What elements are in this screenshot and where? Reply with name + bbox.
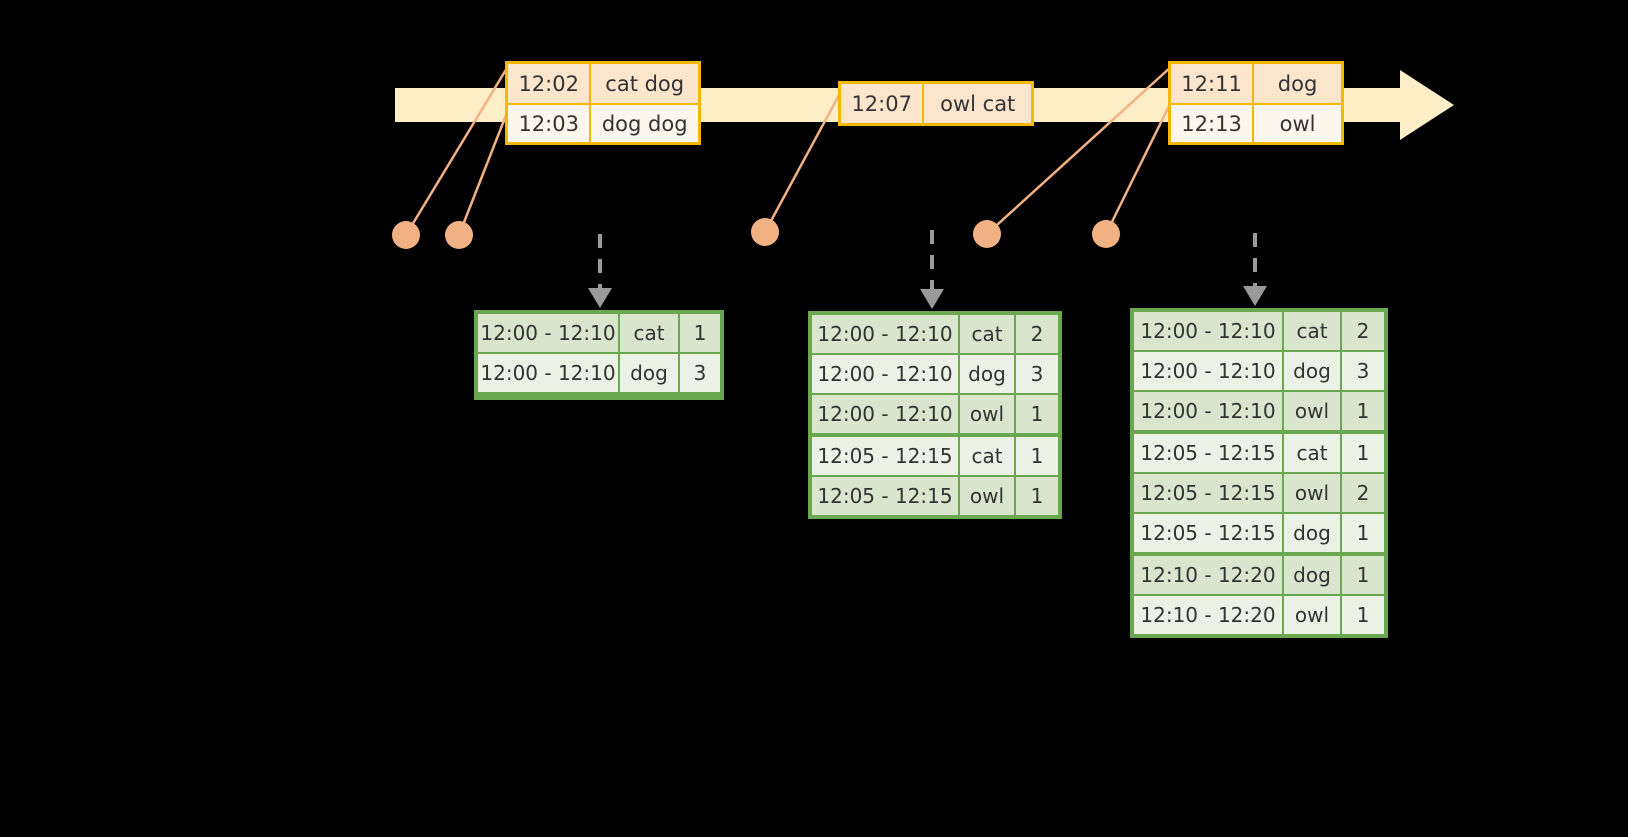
cell-key: owl (960, 395, 1014, 433)
cell-count: 1 (1342, 596, 1384, 634)
cell-count: 2 (1342, 312, 1384, 350)
event-marker-1203 (445, 221, 473, 249)
event-marker-1211 (973, 220, 1001, 248)
event-time: 12:11 (1171, 64, 1255, 103)
cell-count: 1 (1016, 437, 1058, 475)
event-value: owl (1254, 105, 1341, 142)
cell-key: cat (960, 437, 1014, 475)
timeline-arrow-icon (1400, 70, 1454, 140)
event-marker-1202 (392, 221, 420, 249)
event-time: 12:13 (1171, 105, 1255, 142)
cell-key: owl (1284, 474, 1340, 512)
event-row: 12:02 cat dog (508, 64, 698, 103)
cell-count: 3 (1016, 355, 1058, 393)
cell-count: 1 (1342, 514, 1384, 552)
cell-window: 12:00 - 12:10 (812, 395, 958, 433)
event-box-c: 12:11 dog 12:13 owl (1168, 61, 1344, 145)
cell-count: 2 (1342, 474, 1384, 512)
cell-key: cat (1284, 434, 1340, 472)
cell-key: dog (1284, 556, 1340, 594)
cell-count: 2 (1016, 315, 1058, 353)
event-row: 12:03 dog dog (508, 103, 698, 142)
event-marker-1213 (1092, 220, 1120, 248)
cell-window: 12:00 - 12:10 (812, 355, 958, 393)
cell-window: 12:00 - 12:10 (812, 315, 958, 353)
cell-key: owl (1284, 596, 1340, 634)
event-row: 12:11 dog (1171, 64, 1341, 103)
cell-count: 1 (1016, 395, 1058, 433)
cell-key: cat (1284, 312, 1340, 350)
event-value: dog dog (591, 105, 698, 142)
cell-count: 3 (680, 354, 720, 392)
cell-window: 12:05 - 12:15 (1134, 514, 1282, 552)
cell-window: 12:10 - 12:20 (1134, 556, 1282, 594)
cell-count: 1 (1342, 392, 1384, 430)
cell-count: 3 (1342, 352, 1384, 390)
emit-arrow-1-head (588, 288, 612, 308)
cell-window: 12:00 - 12:10 (478, 314, 618, 352)
cell-window: 12:05 - 12:15 (1134, 474, 1282, 512)
cell-window: 12:05 - 12:15 (812, 477, 958, 515)
event-row: 12:13 owl (1171, 103, 1341, 142)
event-box-b: 12:07 owl cat (838, 81, 1034, 126)
emit-arrow-3-head (1243, 286, 1267, 306)
cell-window: 12:00 - 12:10 (1134, 312, 1282, 350)
cell-count: 1 (1342, 434, 1384, 472)
cell-window: 12:00 - 12:10 (1134, 392, 1282, 430)
event-marker-1207 (751, 218, 779, 246)
event-markers (392, 218, 1120, 249)
emit-arrow-2-head (920, 289, 944, 309)
cell-key: owl (960, 477, 1014, 515)
cell-key: dog (960, 355, 1014, 393)
event-time: 12:02 (508, 64, 592, 103)
cell-key: owl (1284, 392, 1340, 430)
cell-window: 12:05 - 12:15 (1134, 434, 1282, 472)
cell-count: 1 (1016, 477, 1058, 515)
cell-count: 1 (1342, 556, 1384, 594)
event-value: dog (1254, 64, 1341, 103)
cell-key: cat (960, 315, 1014, 353)
cell-count: 1 (680, 314, 720, 352)
cell-window: 12:00 - 12:10 (478, 354, 618, 392)
cell-window: 12:05 - 12:15 (812, 437, 958, 475)
event-box-a: 12:02 cat dog 12:03 dog dog (505, 61, 701, 145)
cell-key: dog (1284, 514, 1340, 552)
cell-window: 12:00 - 12:10 (1134, 352, 1282, 390)
cell-key: dog (620, 354, 678, 392)
event-time: 12:07 (841, 84, 925, 123)
cell-key: cat (620, 314, 678, 352)
event-time: 12:03 (508, 105, 592, 142)
cell-window: 12:10 - 12:20 (1134, 596, 1282, 634)
cell-key: dog (1284, 352, 1340, 390)
event-value: owl cat (924, 84, 1031, 123)
event-row: 12:07 owl cat (841, 84, 1031, 123)
event-value: cat dog (591, 64, 698, 103)
